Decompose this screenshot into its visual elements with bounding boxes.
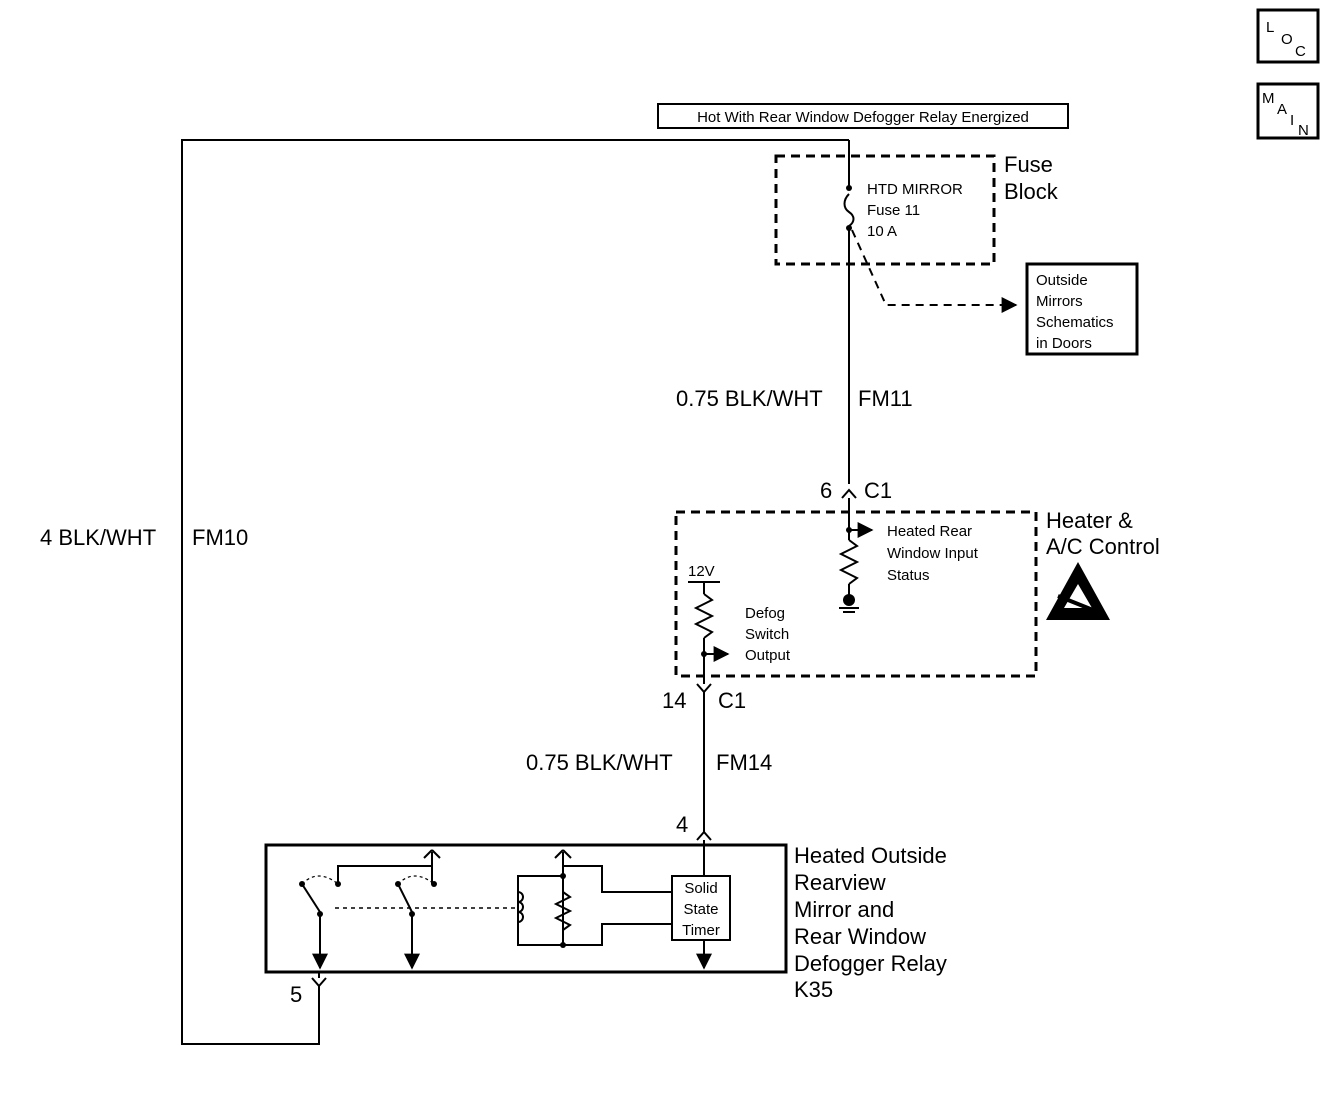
hvac-control-module: Heater & A/C Control Heated Rear Window … <box>674 508 1160 678</box>
relay-switch-1 <box>301 883 321 913</box>
relay-coil-icon <box>517 891 524 923</box>
mirrors-reference-box[interactable]: Outside Mirrors Schematics in Doors <box>1025 262 1139 356</box>
fuse-name: HTD MIRROR <box>867 181 963 198</box>
connector-c1-top-name: C1 <box>864 478 892 503</box>
input-status-label-1: Heated Rear <box>887 523 972 540</box>
solid-state-timer: Solid State Timer <box>671 875 731 941</box>
voltage-label: 12V <box>688 563 715 580</box>
wire-fm14-gauge: 0.75 BLK/WHT <box>526 750 673 775</box>
loc-letter-o: O <box>1281 31 1293 48</box>
relay-switch-2 <box>397 883 413 913</box>
wire-fm14-circuit: FM14 <box>716 750 772 775</box>
loc-letter-c: C <box>1295 43 1306 60</box>
main-letter-i: I <box>1290 112 1294 129</box>
relay-pin-4: 4 <box>676 812 712 841</box>
fuse-number: Fuse 11 <box>867 202 920 219</box>
relay-pin-5: 5 <box>290 972 327 1007</box>
wire-fm10-circuit: FM10 <box>192 525 248 550</box>
relay-title-3: Mirror and <box>794 897 894 922</box>
hvac-title-2: A/C Control <box>1046 534 1160 559</box>
switch-output-label-1: Defog <box>745 605 785 622</box>
hot-label: Hot With Rear Window Defogger Relay Ener… <box>657 103 1069 129</box>
ground-icon <box>839 594 859 613</box>
wire-fm11-gauge: 0.75 BLK/WHT <box>676 386 823 411</box>
fuse-icon <box>843 193 855 227</box>
connector-c1-pin-14: 14 C1 <box>662 676 746 713</box>
connector-c1-top-pin: 6 <box>820 478 832 503</box>
relay-pin-5-label: 5 <box>290 982 302 1007</box>
pull-up-resistor <box>693 593 715 639</box>
mirrors-ref-line-3: Schematics <box>1036 314 1114 331</box>
timer-label-2: State <box>683 901 718 918</box>
input-status-label-2: Window Input <box>887 545 979 562</box>
timer-label-1: Solid <box>684 880 717 897</box>
relay-title-2: Rearview <box>794 870 886 895</box>
connector-c1-bottom-pin: 14 <box>662 688 686 713</box>
relay-title-4: Rear Window <box>794 924 926 949</box>
relay-resistor <box>553 891 573 931</box>
hvac-title-1: Heater & <box>1046 508 1133 533</box>
main-letter-a: A <box>1277 101 1287 118</box>
hot-label-text: Hot With Rear Window Defogger Relay Ener… <box>697 109 1029 126</box>
pull-down-resistor <box>838 539 860 585</box>
timer-label-3: Timer <box>682 922 720 939</box>
switch-output-label-3: Output <box>745 647 791 664</box>
relay-title-1: Heated Outside <box>794 843 947 868</box>
main-letter-n: N <box>1298 122 1309 139</box>
loc-letter-l: L <box>1266 19 1274 36</box>
mirror-ref-line <box>851 229 1018 313</box>
mirrors-ref-line-1: Outside <box>1036 272 1088 289</box>
mirrors-ref-line-2: Mirrors <box>1036 293 1083 310</box>
wire-fm10-gauge: 4 BLK/WHT <box>40 525 156 550</box>
relay-pin-4-label: 4 <box>676 812 688 837</box>
wire-fm11-circuit: FM11 <box>858 386 913 411</box>
esd-warning-icon <box>1046 562 1110 620</box>
connector-c1-pin-6: 6 C1 <box>820 478 892 503</box>
fuse-block: HTD MIRROR Fuse 11 10 A Fuse Block <box>774 140 1059 266</box>
wire-fm10 <box>181 139 849 1045</box>
mirrors-ref-line-4: in Doors <box>1036 335 1092 352</box>
fuse-block-title-2: Block <box>1004 179 1059 204</box>
fuse-block-title-1: Fuse <box>1004 152 1053 177</box>
switch-output-label-2: Switch <box>745 626 789 643</box>
relay-title-6: K35 <box>794 977 833 1002</box>
connector-c1-bottom-name: C1 <box>718 688 746 713</box>
loc-button[interactable]: L O C <box>1256 8 1320 64</box>
main-button[interactable]: M A I N <box>1256 82 1320 140</box>
main-letter-m: M <box>1262 90 1275 107</box>
relay-k35: Solid State Timer Heated Outs <box>264 840 947 1002</box>
fuse-rating: 10 A <box>867 223 897 240</box>
relay-title-5: Defogger Relay <box>794 951 947 976</box>
input-status-label-3: Status <box>887 567 930 584</box>
